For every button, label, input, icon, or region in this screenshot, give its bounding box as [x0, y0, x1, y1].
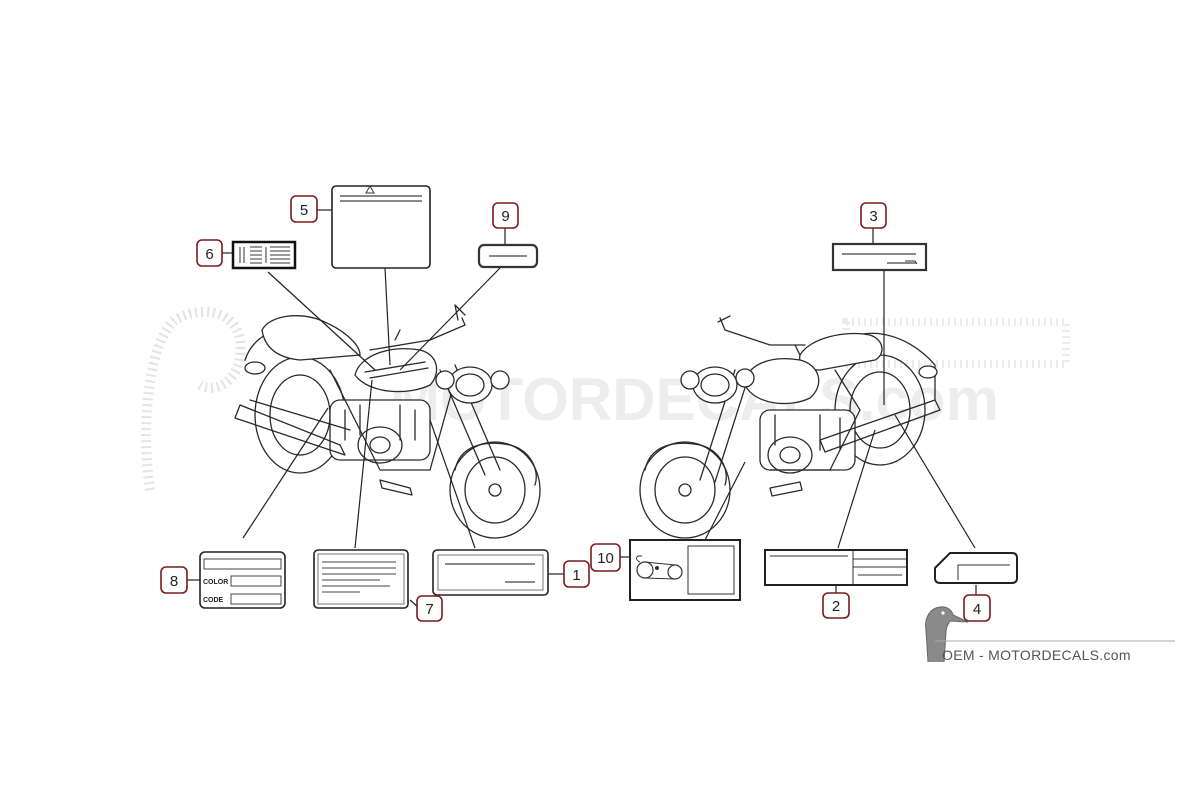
label-8-code-text: CODE	[203, 597, 224, 604]
callout-9: 9	[492, 202, 519, 229]
callout-7: 7	[416, 595, 443, 622]
callout-2: 2	[822, 592, 850, 619]
callout-8-label: 8	[170, 573, 178, 590]
toucan-logo-icon	[925, 606, 969, 663]
brand-text: OEM - MOTORDECALS.com	[942, 647, 1131, 663]
label-8-illustration: COLOR CODE	[199, 551, 286, 609]
callout-2-label: 2	[832, 598, 840, 615]
label-2-illustration	[764, 549, 908, 586]
label-3-illustration	[831, 242, 928, 272]
callout-5-label: 5	[300, 202, 308, 219]
label-4-illustration	[934, 552, 1018, 584]
callout-8: 8	[160, 566, 188, 594]
motorcycle-left-illustration	[234, 304, 541, 539]
callout-7-label: 7	[425, 601, 433, 618]
label-9-illustration	[477, 243, 539, 269]
label-8-color-text: COLOR	[203, 579, 228, 586]
callout-6: 6	[196, 239, 223, 267]
callout-5: 5	[290, 195, 318, 223]
callout-3: 3	[860, 202, 887, 229]
callout-6-label: 6	[205, 246, 213, 263]
callout-3-label: 3	[869, 208, 877, 225]
label-5-illustration	[331, 184, 431, 269]
motorcycle-right-illustration	[639, 315, 941, 539]
callout-4-label: 4	[973, 601, 981, 618]
label-10-illustration	[629, 539, 741, 601]
brand-logo: OEM - MOTORDECALS.com	[925, 606, 1175, 663]
label-6-illustration	[231, 240, 297, 270]
label-1-illustration	[432, 549, 549, 596]
callout-1-label: 1	[572, 567, 580, 584]
callout-1: 1	[563, 560, 590, 588]
leader-lines	[187, 209, 977, 608]
callout-4: 4	[963, 594, 991, 622]
label-7-illustration	[313, 549, 409, 609]
callout-9-label: 9	[501, 208, 509, 225]
callout-10-label: 10	[597, 550, 614, 567]
callout-10: 10	[590, 543, 621, 572]
